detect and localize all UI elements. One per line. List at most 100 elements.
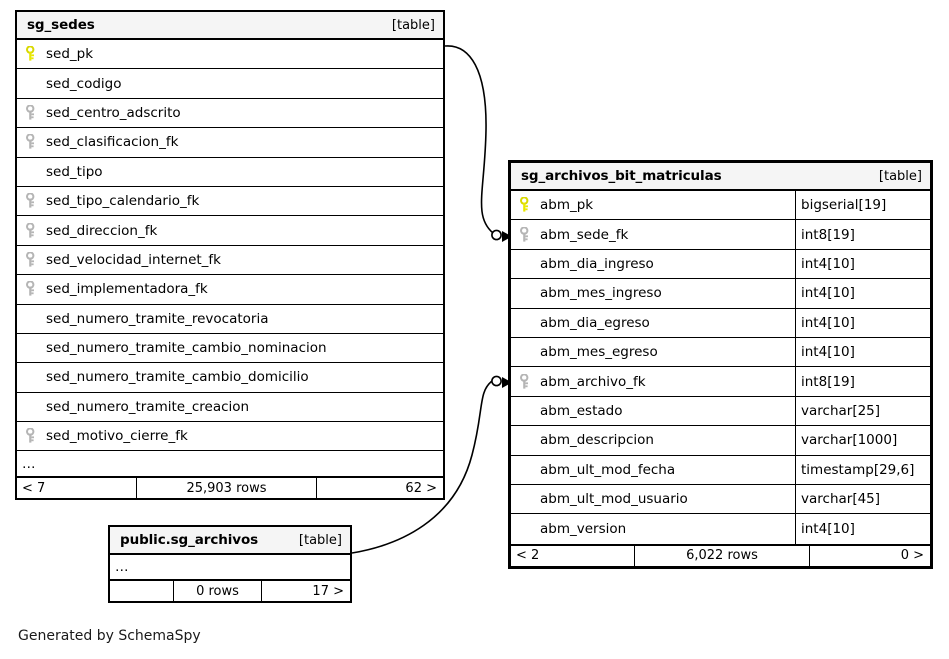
table-row[interactable]: abm_dia_egreso int4[10] [511,308,930,338]
ellipsis-label: … [22,455,37,472]
table-row[interactable]: abm_ult_mod_fecha timestamp[29,6] [511,455,930,485]
table-row[interactable]: sed_numero_tramite_cambio_domicilio [17,363,443,393]
column-label: sed_codigo [46,75,122,92]
table-footer-sg-sedes[interactable]: < 7 25,903 rows 62 > [17,476,443,499]
column-name-cell: abm_mes_ingreso [511,279,795,307]
footer-children-count[interactable]: 17 > [312,583,344,599]
table-title: sg_archivos_bit_matriculas [521,168,722,184]
column-label: abm_mes_ingreso [540,285,662,302]
column-name-cell: abm_descripcion [511,426,795,454]
column-type-cell: bigserial[19] [795,191,930,220]
column-type-label: int4[10] [801,344,855,361]
column-type-label: timestamp[29,6] [801,461,915,478]
column-type-label: varchar[25] [801,402,881,419]
column-name-cell: abm_pk [511,191,795,219]
table-row[interactable]: abm_version int4[10] [511,514,930,544]
more-columns-row[interactable]: … [110,555,350,579]
column-type-cell: varchar[1000] [795,426,930,455]
table-row[interactable]: sed_numero_tramite_creacion [17,393,443,423]
table-sg-archivos-bit-matriculas[interactable]: sg_archivos_bit_matriculas [table] abm_p… [508,160,933,569]
table-footer-abm[interactable]: < 2 6,022 rows 0 > [511,543,930,566]
column-name-cell: abm_ult_mod_fecha [511,456,795,484]
table-footer-public-sg-archivos[interactable]: 0 rows 17 > [110,579,350,601]
table-row[interactable]: abm_mes_ingreso int4[10] [511,279,930,309]
column-name-cell: sed_codigo [17,69,443,97]
column-label: abm_version [540,520,627,537]
column-type-label: bigserial[19] [801,197,887,214]
footer-row-count: 6,022 rows [634,545,810,566]
table-header-public-sg-archivos[interactable]: public.sg_archivos [table] [110,527,350,555]
column-type-cell: int4[10] [795,279,930,308]
column-type-cell: int8[19] [795,367,930,396]
table-row[interactable]: sed_tipo [17,158,443,187]
column-type-cell: int4[10] [795,337,930,367]
table-title: public.sg_archivos [120,532,259,548]
column-name-cell: abm_dia_egreso [511,309,795,337]
column-label: sed_motivo_cierre_fk [46,428,188,445]
footer-row-count: 25,903 rows [136,478,317,499]
table-row[interactable]: abm_archivo_fk int8[19] [511,367,930,397]
column-name-cell: abm_archivo_fk [511,367,795,395]
column-label: abm_ult_mod_fecha [540,461,676,478]
column-type-label: int8[19] [801,373,855,390]
table-row[interactable]: sed_implementadora_fk [17,275,443,305]
column-label: sed_numero_tramite_cambio_domicilio [46,369,309,386]
edge-endpoint-circle-2 [491,375,502,387]
edge-endpoint-circle-1 [491,229,502,241]
foreign-key-icon [519,226,540,243]
footer-children-count[interactable]: 62 > [405,480,437,496]
column-label: sed_velocidad_internet_fk [46,251,221,268]
table-row[interactable]: abm_estado varchar[25] [511,396,930,427]
footer-parents-count[interactable]: < 7 [22,480,46,496]
generated-by-note: Generated by SchemaSpy [18,628,201,644]
column-type-label: int4[10] [801,285,855,302]
table-row[interactable]: abm_ult_mod_usuario varchar[45] [511,484,930,515]
table-header-sg-sedes[interactable]: sg_sedes [table] [17,12,443,40]
table-row[interactable]: abm_descripcion varchar[1000] [511,426,930,456]
column-type-label: int4[10] [801,520,855,537]
table-row[interactable]: sed_centro_adscrito [17,99,443,129]
table-row[interactable]: sed_direccion_fk [17,216,443,246]
table-row[interactable]: sed_numero_tramite_revocatoria [17,305,443,334]
table-type-tag: [table] [391,17,435,33]
column-label: sed_numero_tramite_revocatoria [46,310,269,327]
table-row[interactable]: abm_dia_ingreso int4[10] [511,249,930,280]
column-name-cell: abm_version [511,514,795,543]
column-name-cell: … [17,451,443,476]
table-public-sg-archivos[interactable]: public.sg_archivos [table] … 0 rows 17 > [108,525,352,603]
table-row[interactable]: sed_codigo [17,69,443,99]
column-label: abm_dia_egreso [540,314,650,331]
column-type-cell: int4[10] [795,514,930,544]
column-type-cell: varchar[25] [795,396,930,426]
table-row[interactable]: abm_sede_fk int8[19] [511,220,930,250]
column-label: sed_clasificacion_fk [46,134,179,151]
table-type-tag: [table] [878,168,922,184]
foreign-key-icon [25,222,46,239]
column-name-cell: sed_direccion_fk [17,216,443,244]
table-header-abm[interactable]: sg_archivos_bit_matriculas [table] [511,163,930,191]
column-type-cell: int8[19] [795,220,930,249]
column-type-label: varchar[1000] [801,432,898,449]
table-row[interactable]: abm_pk bigserial[19] [511,191,930,221]
table-row[interactable]: sed_numero_tramite_cambio_nominacion [17,334,443,364]
table-row[interactable]: sed_pk [17,40,443,70]
column-label: sed_direccion_fk [46,222,158,239]
column-name-cell: sed_motivo_cierre_fk [17,422,443,450]
footer-children-count[interactable]: 0 > [900,548,924,564]
column-name-cell: … [110,555,350,579]
table-row[interactable]: sed_tipo_calendario_fk [17,187,443,217]
table-row[interactable]: sed_velocidad_internet_fk [17,246,443,276]
column-label: sed_tipo_calendario_fk [46,193,200,210]
foreign-key-icon [25,134,46,150]
footer-parents-count[interactable]: < 2 [516,548,540,564]
column-type-cell: int4[10] [795,308,930,337]
footer-parents-count[interactable] [110,581,173,601]
ellipsis-label: … [115,559,130,575]
table-row[interactable]: sed_clasificacion_fk [17,128,443,158]
table-row[interactable]: sed_motivo_cierre_fk [17,422,443,452]
column-name-cell: sed_velocidad_internet_fk [17,246,443,274]
foreign-key-icon [25,193,46,209]
more-columns-row[interactable]: … [17,451,443,476]
table-row[interactable]: abm_mes_egreso int4[10] [511,337,930,368]
table-sg-sedes[interactable]: sg_sedes [table] sed_pk sed_codigo [15,10,445,501]
